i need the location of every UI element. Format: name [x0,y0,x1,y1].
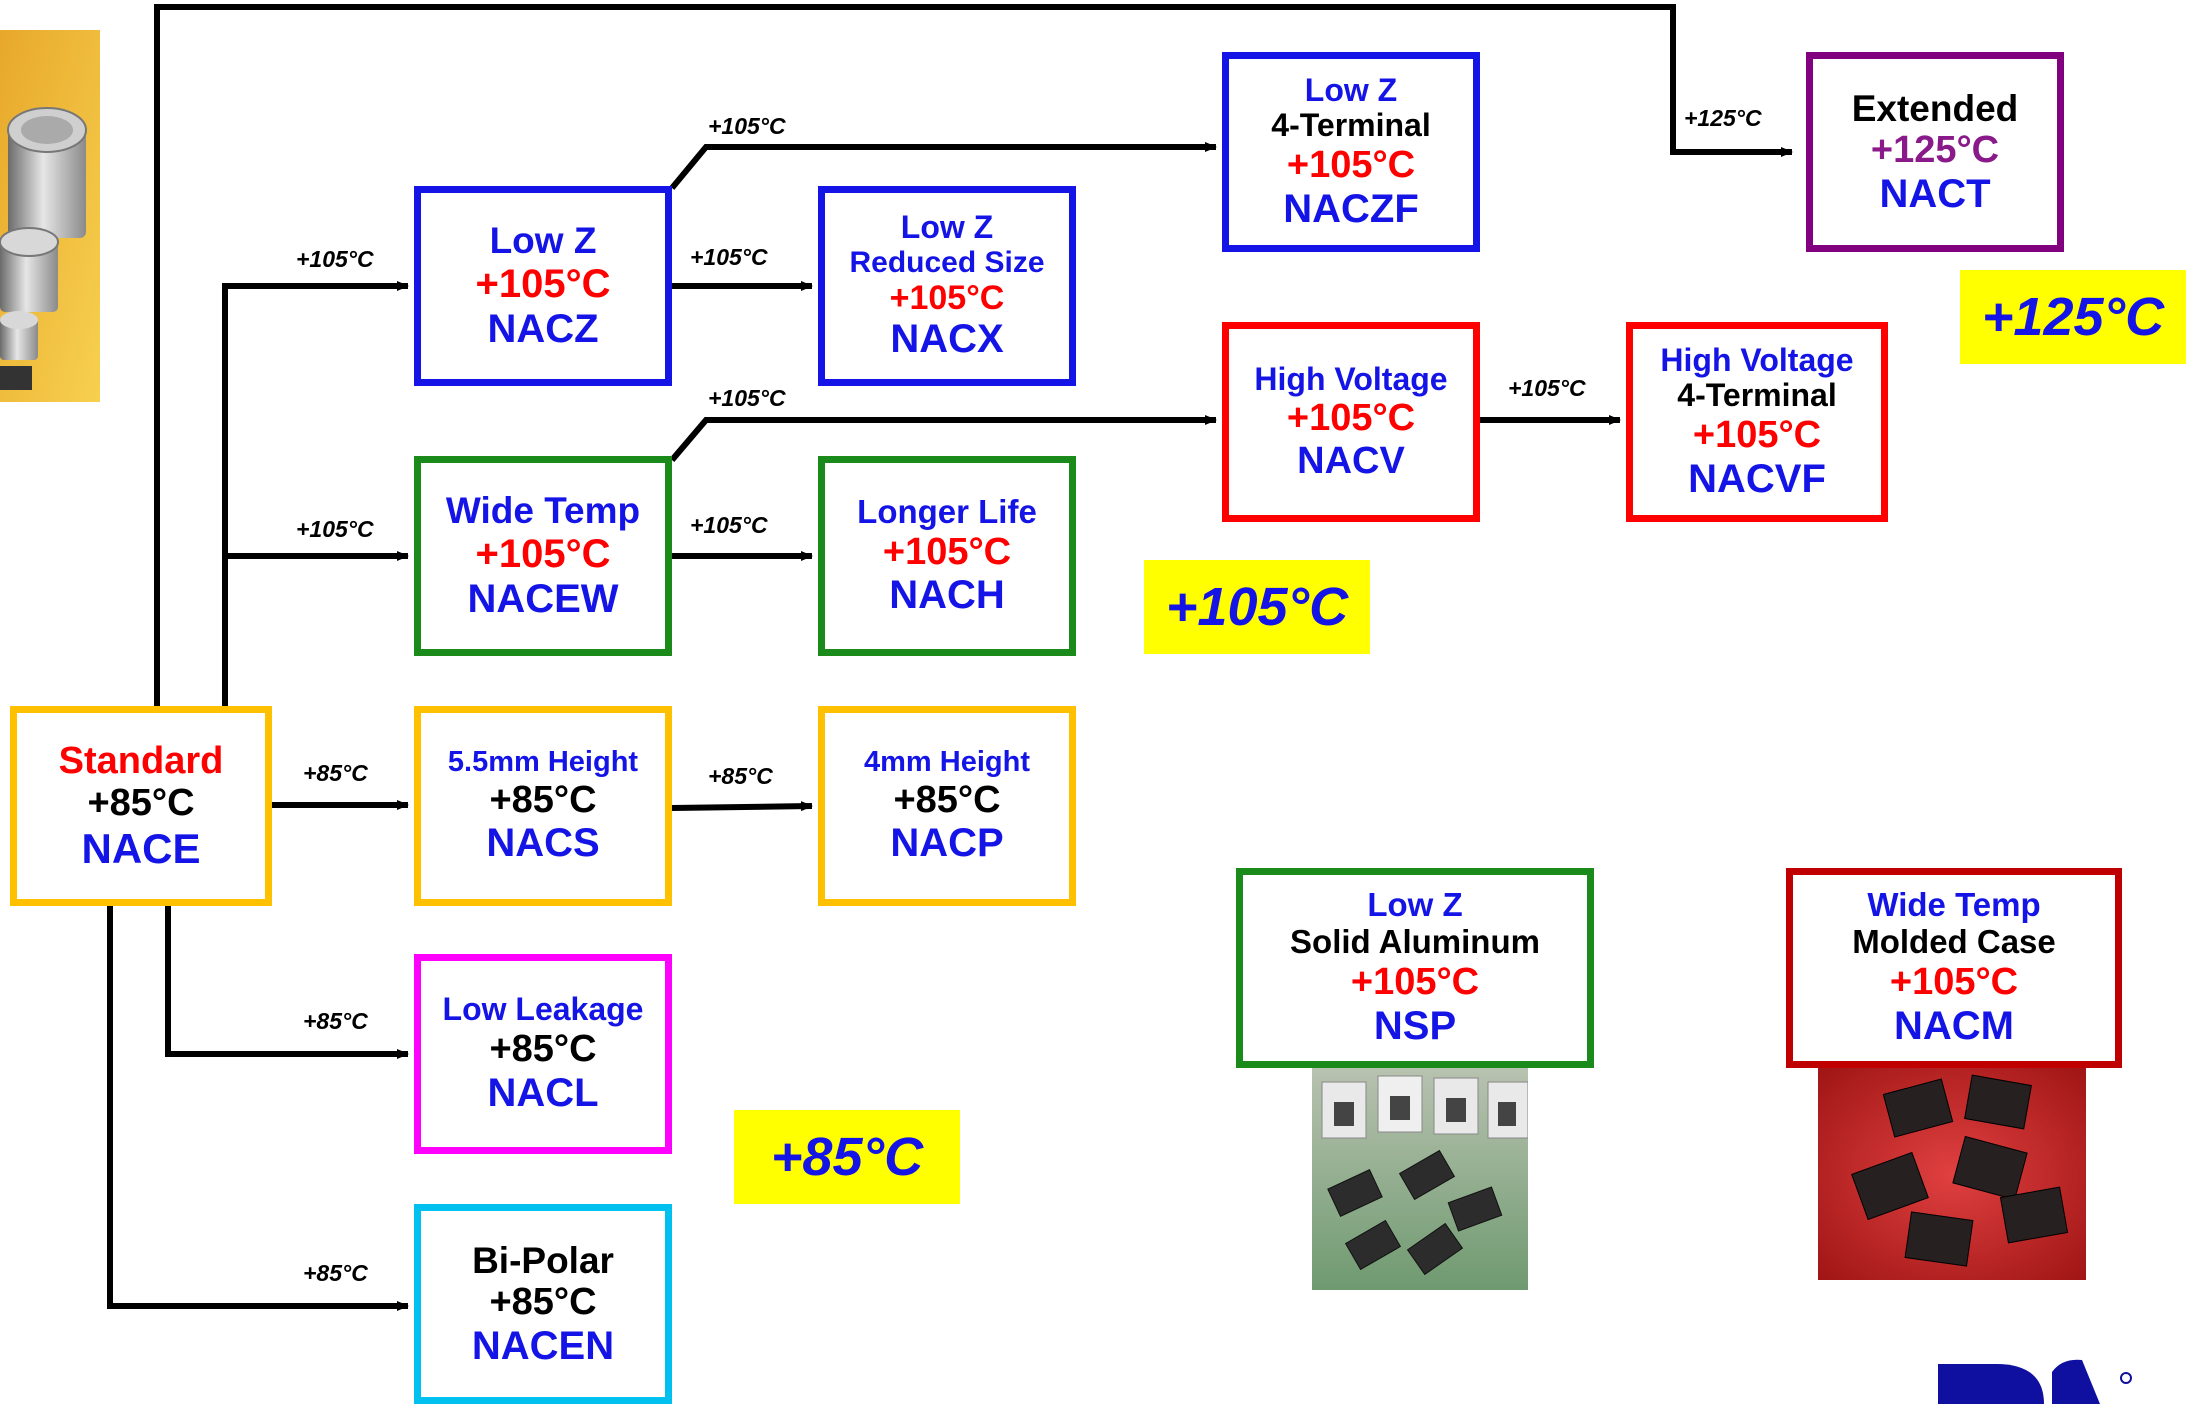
nacx-title: Low Z [900,208,994,245]
nacs-title: 5.5mm Height [447,746,639,779]
edge-nace-nacl [165,906,409,1059]
badge-105: +105°C [1144,560,1370,654]
nsp-temp: +105°C [1350,961,1480,1004]
nacl-code: NACL [487,1070,599,1115]
edge-label-naczf: +105°C [708,113,786,139]
nacvf-code: NACVF [1688,456,1826,501]
nact-code: NACT [1879,171,1991,216]
nacx-code: NACX [890,317,1004,362]
node-nacm: Wide Temp Molded Case +105°C NACM [1786,868,2122,1068]
nacen-code: NACEN [471,1323,615,1368]
node-nacen: Bi-Polar +85°C NACEN [414,1204,672,1404]
nach-temp: +105°C [882,530,1012,573]
edge-label-nacs: +85°C [303,760,368,786]
nacm-subtitle: Molded Case [1852,923,2056,961]
node-nach: Longer Life +105°C NACH [818,456,1076,656]
node-nacv: High Voltage +105°C NACV [1222,322,1480,522]
node-nacs: 5.5mm Height +85°C NACS [414,706,672,906]
edge-label-nacl: +85°C [303,1008,368,1034]
node-nacp: 4mm Height +85°C NACP [818,706,1076,906]
nacen-title: Bi-Polar [472,1239,614,1281]
nacz-temp: +105°C [475,261,611,306]
badge-125: +125°C [1960,270,2186,364]
edge-label-nacen: +85°C [303,1260,368,1286]
nach-title: Longer Life [857,492,1037,530]
nsp-title: Low Z [1367,886,1463,924]
nacz-code: NACZ [487,306,599,351]
edge-nacew-nacv [669,415,1217,462]
edge-label-nacx: +105°C [690,244,768,270]
capacitor-photo [0,30,100,402]
nacew-code: NACEW [467,576,619,621]
company-logo [1926,1348,2190,1404]
nsp-chip-photo [1312,1068,1528,1290]
nacx-subtitle: Reduced Size [849,245,1045,279]
edge-label-nacz: +105°C [296,246,374,272]
nace-code: NACE [81,825,201,873]
edge-nace-nact [154,4,1793,706]
nacl-temp: +85°C [489,1028,597,1071]
badge-85: +85°C [734,1110,960,1204]
naczf-subtitle: 4-Terminal [1271,107,1431,144]
nacm-temp: +105°C [1889,961,2019,1004]
nsp-code: NSP [1373,1003,1457,1048]
node-nacvf: High Voltage 4-Terminal +105°C NACVF [1626,322,1888,522]
nacew-temp: +105°C [475,531,611,576]
node-nacx: Low Z Reduced Size +105°C NACX [818,186,1076,386]
nacm-code: NACM [1894,1003,2014,1048]
nacew-title: Wide Temp [445,490,641,532]
node-nact: Extended +125°C NACT [1806,52,2064,252]
nacs-temp: +85°C [489,778,597,821]
nacvf-subtitle: 4-Terminal [1677,377,1837,414]
edge-label-nacew: +105°C [296,516,374,542]
edge-label-nacvf: +105°C [1508,375,1586,401]
nacx-temp: +105°C [889,279,1005,318]
node-nacz: Low Z +105°C NACZ [414,186,672,386]
nacs-code: NACS [486,821,600,866]
naczf-code: NACZF [1283,186,1419,231]
nacp-title: 4mm Height [864,746,1030,779]
nacv-code: NACV [1297,439,1405,482]
edge-label-nacv: +105°C [708,385,786,411]
node-nacl: Low Leakage +85°C NACL [414,954,672,1154]
nacl-title: Low Leakage [442,991,644,1028]
nsp-subtitle: Solid Aluminum [1290,923,1540,961]
nacm-title: Wide Temp [1867,886,2041,924]
nacm-chip-photo [1818,1068,2086,1280]
node-nace: Standard +85°C NACE [10,706,272,906]
edge-nace-nacz [222,281,409,706]
nacv-temp: +105°C [1286,397,1416,440]
edge-label-nach: +105°C [690,512,768,538]
nacp-temp: +85°C [893,778,1001,821]
nace-title: Standard [58,739,224,782]
node-nsp: Low Z Solid Aluminum +105°C NSP [1236,868,1594,1068]
node-nacew: Wide Temp +105°C NACEW [414,456,672,656]
nacp-code: NACP [890,821,1004,866]
edge-nace-nacen [107,906,409,1311]
nacen-temp: +85°C [489,1281,597,1324]
edge-nacs-nacp [671,801,813,812]
nact-title: Extended [1851,87,2019,129]
edge-nacz-naczf [669,142,1217,190]
nacv-title: High Voltage [1254,360,1448,397]
nact-temp: +125°C [1870,129,2000,172]
nacvf-temp: +105°C [1692,414,1822,457]
naczf-title: Low Z [1304,71,1398,108]
nacvf-title: High Voltage [1660,341,1854,378]
nach-code: NACH [889,573,1005,618]
edge-label-nact: +125°C [1684,105,1762,131]
nace-temp: +85°C [87,782,195,825]
naczf-temp: +105°C [1286,144,1416,187]
edge-label-nacp: +85°C [708,763,773,789]
nacz-title: Low Z [489,220,597,262]
node-naczf: Low Z 4-Terminal +105°C NACZF [1222,52,1480,252]
